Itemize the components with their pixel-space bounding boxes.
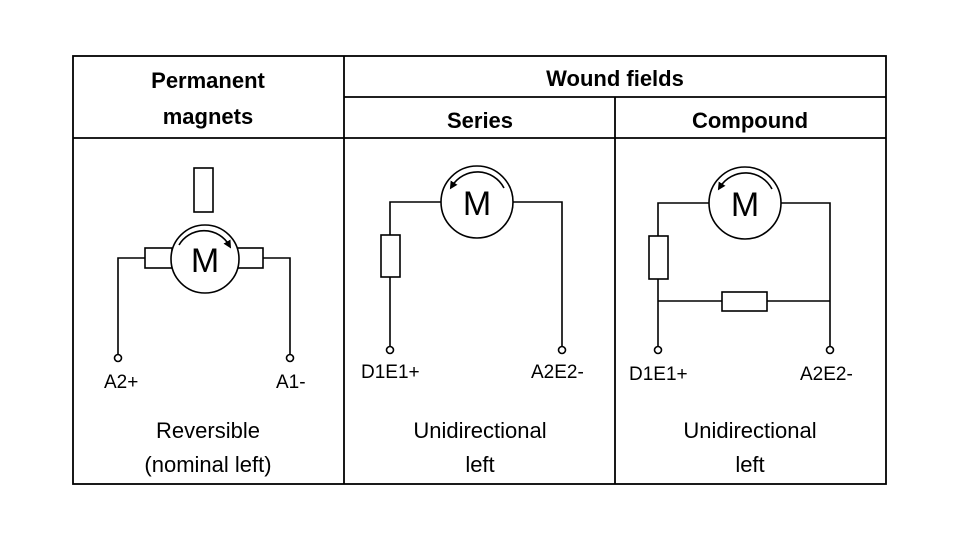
motor-label: M xyxy=(463,185,491,223)
wire-left-upper xyxy=(389,201,441,235)
shunt-field-resistor xyxy=(721,291,768,312)
motor-label: M xyxy=(191,242,219,280)
rotation-arrow-icon xyxy=(449,171,505,190)
compound-schematic xyxy=(648,166,835,355)
terminal-dot-right xyxy=(825,345,835,355)
caption-line2: left xyxy=(735,452,764,477)
caption-line2: left xyxy=(465,452,494,477)
wire-right xyxy=(513,201,563,346)
magnet-block xyxy=(193,167,214,213)
terminal-label-right: A1- xyxy=(276,372,306,393)
terminal-dot-right xyxy=(285,353,295,363)
wire-right xyxy=(781,202,831,346)
series-schematic xyxy=(380,165,567,355)
rotation-arrow-icon xyxy=(178,229,232,249)
terminal-dot-right xyxy=(557,345,567,355)
rotation-arrow-icon xyxy=(717,172,773,191)
caption-line1: Unidirectional xyxy=(413,418,546,443)
terminal-label-right: A2E2- xyxy=(531,362,584,383)
brush-right xyxy=(235,247,264,269)
terminal-dot-left xyxy=(653,345,663,355)
wire-left xyxy=(117,257,145,358)
terminal-dot-left xyxy=(113,353,123,363)
header-permanent-line2: magnets xyxy=(163,104,253,129)
wire-right xyxy=(263,257,291,358)
header-wound-fields: Wound fields xyxy=(546,66,684,91)
motor-circle xyxy=(708,166,782,240)
motor-circle xyxy=(170,224,240,294)
header-series: Series xyxy=(447,108,513,133)
field-winding-resistor xyxy=(380,234,401,278)
motor-circle xyxy=(440,165,514,239)
table-grid xyxy=(72,55,887,485)
motor-label: M xyxy=(731,186,759,224)
permanent-magnet-schematic xyxy=(113,167,295,363)
wire-left-upper xyxy=(657,202,709,236)
terminal-dot-left xyxy=(385,345,395,355)
series-field-resistor xyxy=(648,235,669,280)
terminal-label-left: D1E1+ xyxy=(361,362,420,383)
caption-line1: Unidirectional xyxy=(683,418,816,443)
caption-line2: (nominal left) xyxy=(144,452,271,477)
terminal-label-left: A2+ xyxy=(104,372,138,393)
header-compound: Compound xyxy=(692,108,808,133)
terminal-label-right: A2E2- xyxy=(800,364,853,385)
header-permanent-line1: Permanent xyxy=(151,68,265,93)
terminal-label-left: D1E1+ xyxy=(629,364,688,385)
caption-line1: Reversible xyxy=(156,418,260,443)
brush-left xyxy=(144,247,173,269)
table-border xyxy=(72,55,887,485)
